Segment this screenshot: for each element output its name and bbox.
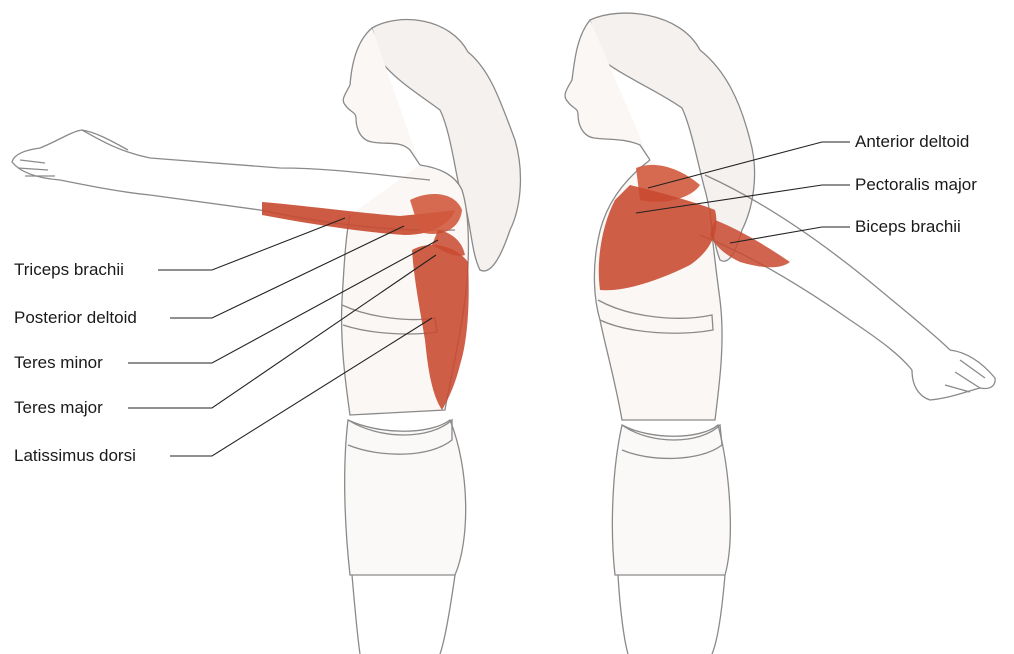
label-latissimus-dorsi: Latissimus dorsi <box>14 446 136 466</box>
label-anterior-deltoid: Anterior deltoid <box>855 132 969 152</box>
label-pectoralis-major: Pectoralis major <box>855 175 977 195</box>
hand-right <box>912 350 995 400</box>
legs-left <box>352 575 455 654</box>
forearm-left <box>12 130 150 195</box>
hand-detail-right <box>945 360 985 392</box>
shorts-right <box>612 425 730 575</box>
hand-detail-left <box>18 130 128 176</box>
label-teres-minor: Teres minor <box>14 353 103 373</box>
label-biceps-brachii: Biceps brachii <box>855 217 961 237</box>
label-teres-major: Teres major <box>14 398 103 418</box>
figure-front-view <box>565 13 995 654</box>
leader-triceps <box>158 218 345 270</box>
label-posterior-deltoid: Posterior deltoid <box>14 308 137 328</box>
label-triceps-brachii: Triceps brachii <box>14 260 124 280</box>
legs-right <box>618 575 725 654</box>
